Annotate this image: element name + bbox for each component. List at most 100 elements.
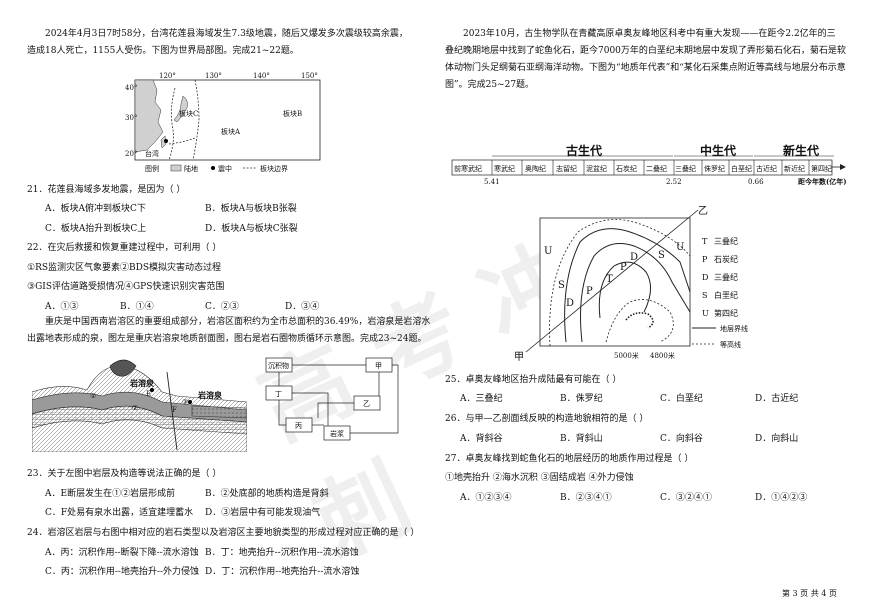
q23-stem: 23．关于左图中岩层及构造等说法正确的是（ ） [27,469,222,479]
q27-option-c[interactable]: C．③②④① [660,493,712,503]
box-jia: 甲 [375,362,382,370]
period-label: 白垩纪 [731,164,752,173]
q21-stem: 21．花莲县海域多发地震，是因为（ ） [27,185,186,195]
q27-option-d[interactable]: D．①④②③ [755,493,808,503]
q22-option-b[interactable]: B．①④ [120,302,154,312]
fossil-site-contour-map: 乙 甲 U S D P T P D S U 5000米 4800米 T 三叠纪 … [514,205,748,363]
q25-option-d[interactable]: D．古近纪 [755,394,799,404]
legend-label: 第四纪 [714,308,738,318]
intro-line: 重庆是中国西南岩溶区的重要组成部分，岩溶区面积约为全市总面积的36.49%，岩溶… [45,317,431,327]
intro-line: 2024年4月3日7时58分，台湾花莲县海域发生7.3级地震，随后又爆发多次震级… [45,29,408,39]
period-label: 寒武纪 [494,164,515,173]
q22-stem: 22．在灾后救援和恢复重建过程中，可利用（ ） [27,243,222,253]
period-label: 新近纪 [784,164,805,173]
rock-cycle-diagram: 沉积物 甲 丁 乙 丙 岩浆 [265,357,399,441]
strata-t: T [606,274,613,285]
q27-items: ①地壳抬升 ②海水沉积 ③固结成岩 ④外力侵蚀 [445,473,634,483]
q23-option-c[interactable]: C．F处易有泉水出露，适宜建埋蓄水 [45,508,194,518]
box-sediment: 沉积物 [268,361,289,370]
strata-d-right: D [630,252,638,263]
q22-option-c[interactable]: C．②③ [205,302,239,312]
legend-sym: S [702,291,707,300]
tick-label: 0.66 [748,178,764,186]
tick-label: 2.52 [666,178,682,186]
period-label: 古近纪 [756,164,777,173]
strata-p-left: P [586,286,593,297]
lat-label: 20° [125,150,137,158]
period-label: 前寒武纪 [454,164,482,173]
legend-strata-line: 地层界线 [720,324,748,333]
intro-line: 2023年10月，古生物学队在青藏高原卓奥友峰地区科考中有重大发现——在距今2.… [463,29,836,39]
era-mesozoic: 中生代 [700,143,736,158]
legend-sym: T [702,237,708,246]
q23-option-d[interactable]: D．③岩层中有可能发现油气 [205,508,321,518]
world-partial-map: 120° 130° 140° 150° 40° 30° 20° 板块C 板块A … [125,72,321,173]
legend-boundary: 板块边界 [260,164,288,173]
plate-b-label: 板块B [283,109,302,118]
q21-option-b[interactable]: B．板块A与板块B张裂 [205,204,297,214]
karst-spring-label-2: 岩溶泉 [197,390,223,400]
contour-5000: 5000米 [614,351,639,360]
era-cenozoic: 新生代 [783,143,819,158]
intro-line: 叠纪晚期地层中找到了蛇鱼化石，距今7000万年的白垩纪末期地层中发现了弄形菊石化… [445,46,846,56]
intro-21-22: 2024年4月3日7时58分，台湾花莲县海域发生7.3级地震，随后又爆发多次震级… [27,26,437,60]
label-layer-3: ③ [182,398,188,406]
label-yi: 乙 [698,205,708,217]
period-label: 三叠纪 [675,164,696,173]
q24-option-a[interactable]: A．丙：沉积作用--断裂下降--流水溶蚀 [45,548,199,558]
q26-option-d[interactable]: D．向斜山 [755,434,799,444]
intro-line: 出露地表形成的泉，图左是重庆岩溶泉地质剖面图，图右是岩石圈物质循环示意图。完成2… [27,334,427,344]
tick-label: 5.41 [484,178,500,186]
strata-p-right: P [620,262,627,273]
q25-option-a[interactable]: A．三叠纪 [460,394,503,404]
q26-option-b[interactable]: B．背斜山 [560,434,603,444]
intro-line: 图”。完成25~27题。 [445,80,535,90]
geologic-timeline: 古生代 中生代 新生代 前寒武纪 寒武纪 奥陶纪 志留纪 泥盆纪 石炭纪 二叠纪… [451,143,847,186]
plate-a-label: 板块A [221,127,241,136]
q25-option-b[interactable]: B．侏罗纪 [560,394,603,404]
legend-title: 图例 [145,164,159,173]
box-yi: 乙 [363,400,370,408]
q22-option-d[interactable]: D．③④ [285,302,320,312]
q21-option-d[interactable]: D．板块A与板块C张裂 [205,224,298,234]
legend-land: 陆地 [184,164,198,173]
q27-option-b[interactable]: B．②③④① [560,493,612,503]
label-layer-1: ① [90,392,96,400]
strata-d-left: D [566,298,574,309]
legend-contour-line: 等高线 [720,340,741,349]
page-footer: 第 3 页 共 4 页 [782,589,837,598]
legend-label: 石炭纪 [714,254,738,264]
box-magma: 岩浆 [330,429,344,438]
epicenter-marker [164,139,168,143]
q22-option-a[interactable]: A．①③ [45,302,79,312]
q22-items-1: ①RS监测灾区气象要素②BDS模拟灾害动态过程 [27,263,222,273]
q21-option-c[interactable]: C．板块A抬升到板块C上 [45,224,147,234]
q27-stem: 27．卓奥友峰找到蛇鱼化石的地层经历的地质作用过程是（ ） [445,454,694,464]
q21-option-a[interactable]: A．板块A俯冲到板块C下 [45,204,146,214]
q25-stem: 25．卓奥友峰地区抬升成陆最有可能在（ ） [445,375,622,385]
q24-option-d[interactable]: D．丁：沉积作用--地壳抬升--流水溶蚀 [205,567,360,577]
intro-23-24: 重庆是中国西南岩溶区的重要组成部分，岩溶区面积约为全市总面积的36.49%，岩溶… [27,314,437,348]
lon-label: 140° [253,72,270,80]
q24-option-c[interactable]: C．丙：沉积作用--地壳抬升--外力侵蚀 [45,567,200,577]
legend-sym: U [702,309,709,318]
period-label: 二叠纪 [646,164,667,173]
q27-option-a[interactable]: A．①②③④ [460,493,512,503]
period-label: 泥盆纪 [586,164,607,173]
q23-option-b[interactable]: B．②处底部的地质构造是背斜 [205,489,329,499]
q24-option-b[interactable]: B．丁：地壳抬升--沉积作用--流水溶蚀 [205,548,359,558]
q26-option-c[interactable]: C．向斜谷 [660,434,703,444]
q25-option-c[interactable]: C．白垩纪 [660,394,703,404]
q23-option-a[interactable]: A．E断层发生在①②岩层形成前 [45,489,176,499]
q24-stem: 24．岩溶区岩层与右图中相对应的岩石类型以及岩溶区主要地貌类型的形成过程对应正确… [27,528,420,538]
q22-items-2: ③GIS评估道路受损情况④GPS快速识别灾害范围 [27,282,225,292]
lat-label: 30° [125,114,137,122]
label-layer-2: ② [132,404,138,412]
legend-label: 三叠纪 [714,272,738,282]
label-jia: 甲 [514,352,524,363]
q26-option-a[interactable]: A．背斜谷 [460,434,503,444]
legend-sym: P [702,255,708,264]
era-paleozoic: 古生代 [566,143,602,158]
lon-label: 120° [159,72,176,80]
lon-label: 130° [205,72,222,80]
